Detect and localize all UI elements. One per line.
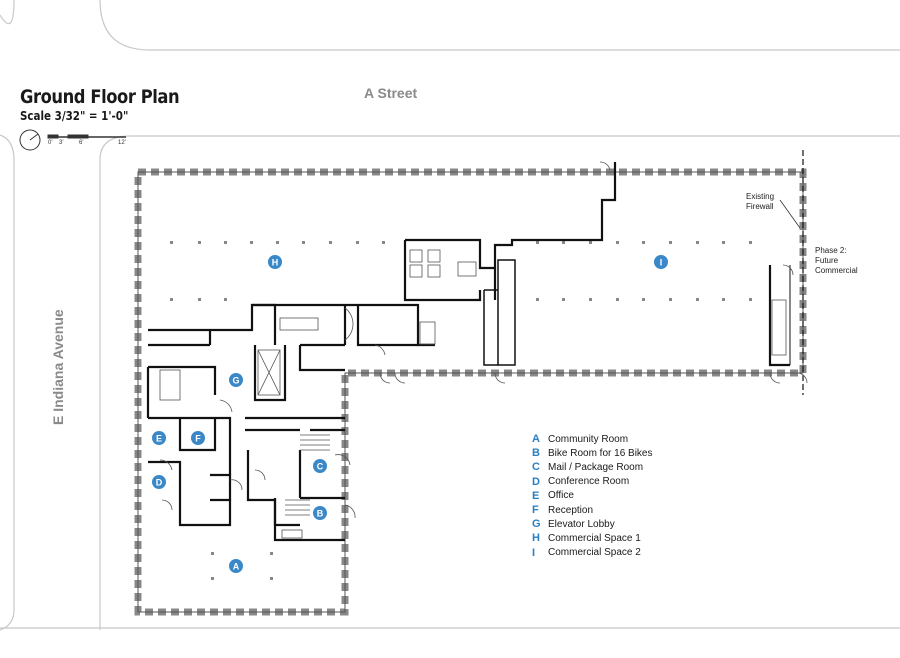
legend-label: Reception <box>548 504 594 516</box>
legend-letter: D <box>532 475 540 488</box>
legend-item: A Community Room <box>532 432 653 446</box>
legend-letter: G <box>532 518 541 531</box>
legend-label: Mail / Package Room <box>548 461 644 473</box>
legend-item: G Elevator Lobby <box>532 517 653 531</box>
legend-label: Community Room <box>548 433 629 445</box>
legend-item: F Reception <box>532 503 653 517</box>
scale-tick-0: 0' <box>48 140 53 146</box>
legend-label: Commercial Space 1 <box>548 532 641 544</box>
legend-letter: E <box>532 489 540 502</box>
firewall-note: Existing Firewall <box>746 192 774 212</box>
room-tag-d: D <box>156 478 163 488</box>
column-grid <box>170 241 752 580</box>
legend-label: Bike Room for 16 Bikes <box>548 447 653 459</box>
room-tag-b: B <box>317 509 324 519</box>
interior-walls <box>146 162 791 542</box>
scale-bar <box>19 129 126 151</box>
room-tag-c: C <box>317 462 324 472</box>
legend-letter: I <box>532 546 536 559</box>
legend-item: I Commercial Space 2 <box>532 546 653 560</box>
firewall-leader <box>779 199 801 229</box>
legend-letter: A <box>532 433 540 446</box>
legend-letter: F <box>532 504 539 517</box>
legend-item: D Conference Room <box>532 475 653 489</box>
room-tag-i: I <box>660 258 663 268</box>
legend-letter: B <box>532 447 540 460</box>
phase2-note-line3: Commercial <box>815 266 858 275</box>
legend-item: H Commercial Space 1 <box>532 531 653 545</box>
scale-tick-12: 12' <box>118 140 126 146</box>
legend-letter: H <box>532 532 540 545</box>
street-curbs <box>0 0 900 631</box>
legend-label: Elevator Lobby <box>548 518 615 530</box>
phase2-note-line1: Phase 2: <box>815 246 847 255</box>
legend-label: Office <box>548 490 574 502</box>
building-outline <box>134 168 807 616</box>
room-tags: A B C D E F G H I <box>152 255 668 573</box>
legend-label: Conference Room <box>548 476 630 488</box>
plan-scale: Scale 3/32" = 1'-0" <box>20 109 129 123</box>
street-label-west: E Indiana Avenue <box>50 309 66 425</box>
room-tag-a: A <box>233 562 240 572</box>
scale-tick-3: 3' <box>59 140 64 146</box>
scale-tick-6: 6' <box>79 140 84 146</box>
street-label-north: A Street <box>364 85 418 101</box>
room-tag-f: F <box>195 434 201 444</box>
legend-item: B Bike Room for 16 Bikes <box>532 446 653 460</box>
legend-letter: C <box>532 461 540 474</box>
room-tag-h: H <box>272 258 279 268</box>
legend-item: C Mail / Package Room <box>532 460 653 474</box>
firewall-note-line1: Existing <box>746 192 775 201</box>
phase2-note-line2: Future <box>815 256 839 265</box>
plan-title: Ground Floor Plan <box>20 86 180 108</box>
firewall-note-line2: Firewall <box>746 202 774 211</box>
legend-label: Commercial Space 2 <box>548 547 641 559</box>
room-tag-g: G <box>232 376 239 386</box>
fixtures <box>159 161 808 539</box>
legend-item: E Office <box>532 489 653 503</box>
phase2-note: Phase 2: Future Commercial <box>815 246 858 276</box>
room-tag-e: E <box>156 434 162 444</box>
